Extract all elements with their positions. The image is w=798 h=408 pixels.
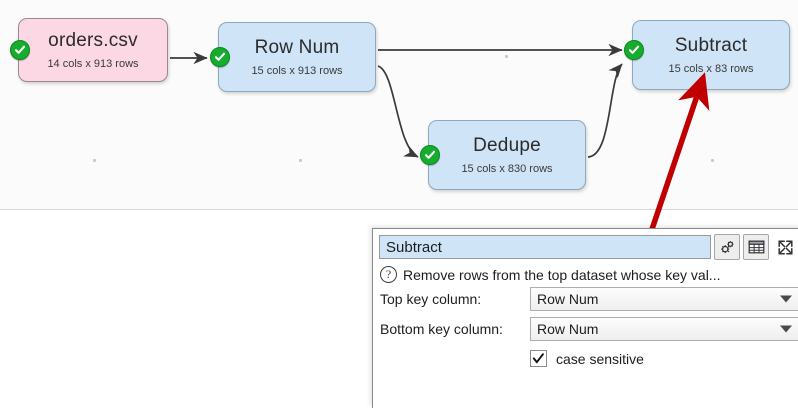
case-sensitive-row: case sensitive [373, 344, 798, 367]
table-grid-icon[interactable] [743, 234, 769, 260]
green-check-circle-icon [624, 39, 644, 60]
node-subtitle: 15 cols x 830 rows [461, 162, 553, 175]
item-name-field[interactable]: Subtract [379, 235, 711, 259]
bottom-key-column-row: Bottom key column: Row Num [373, 314, 798, 344]
connection-wires [170, 43, 623, 158]
case-sensitive-checkbox[interactable] [530, 350, 547, 367]
node-title: Row Num [254, 36, 340, 58]
panel-title-row: Subtract [373, 229, 798, 264]
help-question-icon[interactable]: ? [380, 266, 397, 283]
top-key-column-value: Row Num [537, 291, 599, 307]
node-title: Subtract [674, 34, 748, 56]
top-key-column-select[interactable]: Row Num [530, 287, 798, 311]
node-orders-csv[interactable]: orders.csv 14 cols x 913 rows [10, 18, 168, 82]
wire-dedupe-to-subtract [587, 63, 623, 158]
expand-icon[interactable] [772, 234, 798, 260]
top-key-column-row: Top key column: Row Num [373, 284, 798, 314]
bottom-key-column-value: Row Num [537, 321, 599, 337]
flow-canvas[interactable]: orders.csv 14 cols x 913 rows Row Num 15… [0, 0, 798, 210]
green-check-circle-icon [420, 145, 440, 165]
node-subtitle: 14 cols x 913 rows [47, 57, 139, 70]
panel-description-text: Remove rows from the top dataset whose k… [403, 266, 721, 283]
grid-dot [299, 159, 302, 162]
node-subtitle: 15 cols x 913 rows [251, 64, 343, 77]
grid-dot [505, 55, 508, 58]
chevron-down-icon [780, 295, 792, 303]
panel-description-row: ? Remove rows from the top dataset whose… [373, 264, 798, 284]
node-row-num[interactable]: Row Num 15 cols x 913 rows [210, 22, 376, 92]
node-subtract[interactable]: Subtract 15 cols x 83 rows [624, 20, 790, 90]
green-check-circle-icon [210, 47, 230, 67]
properties-panel: Subtract [372, 228, 798, 408]
bottom-key-column-select[interactable]: Row Num [530, 317, 798, 341]
node-title: Dedupe [473, 134, 541, 156]
green-check-circle-icon [10, 40, 30, 60]
grid-dot [711, 159, 714, 162]
chevron-down-icon [780, 325, 792, 333]
node-title: orders.csv [48, 29, 138, 51]
bottom-key-column-label: Bottom key column: [380, 321, 503, 337]
wire-rownum-to-dedupe [377, 65, 419, 158]
node-subtitle: 15 cols x 83 rows [668, 62, 754, 75]
settings-gears-icon[interactable] [714, 234, 740, 260]
node-dedupe[interactable]: Dedupe 15 cols x 830 rows [420, 120, 586, 190]
grid-dot [93, 159, 96, 162]
top-key-column-label: Top key column: [380, 291, 482, 307]
case-sensitive-label: case sensitive [556, 350, 644, 367]
